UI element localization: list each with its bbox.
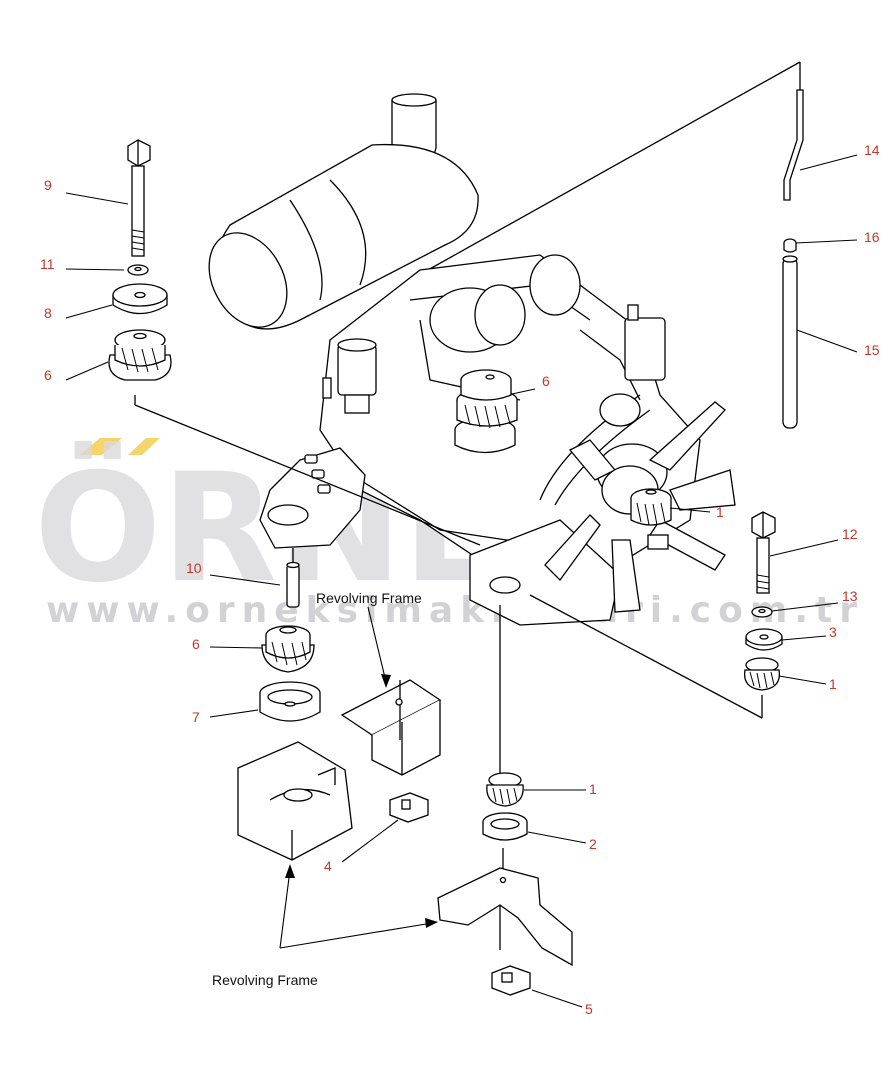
watermark-accent-right bbox=[128, 438, 160, 455]
callout-6-lower: 6 bbox=[192, 636, 200, 652]
lower-caption-arrows bbox=[279, 864, 438, 949]
callout-numbers: 9 11 8 6 6 14 16 15 1 12 13 3 1 10 6 7 4… bbox=[40, 142, 880, 1017]
fan-side-mount bbox=[630, 488, 672, 550]
callout-5: 5 bbox=[585, 1001, 593, 1017]
cooling-fan bbox=[544, 401, 736, 613]
callout-3: 3 bbox=[829, 624, 837, 640]
mount-6-lower bbox=[261, 625, 315, 673]
pin-10 bbox=[286, 561, 300, 608]
watermark-accent-left bbox=[80, 438, 122, 455]
plate-8 bbox=[112, 283, 168, 315]
callout-6-engine: 6 bbox=[542, 373, 550, 389]
bolt-12 bbox=[751, 511, 776, 594]
dipstick-assembly bbox=[782, 89, 804, 429]
callout-8: 8 bbox=[44, 305, 52, 321]
callout-leaders bbox=[65, 154, 858, 1008]
clip-5 bbox=[491, 965, 531, 996]
cup-7 bbox=[259, 681, 321, 722]
callout-1-fan: 1 bbox=[716, 504, 724, 520]
callout-10: 10 bbox=[186, 560, 202, 576]
cup-2 bbox=[482, 812, 528, 841]
washer-13 bbox=[751, 606, 773, 618]
frame-plate-upper bbox=[340, 679, 442, 776]
caption-revolving-frame-upper: Revolving Frame bbox=[316, 590, 422, 606]
engine-top-mount bbox=[454, 369, 518, 454]
callout-4: 4 bbox=[324, 858, 332, 874]
watermark-url: www.orneksimakinalari.com.tr bbox=[46, 590, 864, 631]
callout-16: 16 bbox=[864, 229, 880, 245]
frame-bracket-left bbox=[237, 741, 353, 861]
callout-9: 9 bbox=[44, 177, 52, 193]
frame-bracket-lower bbox=[437, 867, 573, 967]
callout-1-lower: 1 bbox=[589, 781, 597, 797]
mount-1-lower bbox=[486, 772, 524, 807]
callout-2: 2 bbox=[589, 836, 597, 852]
callout-14: 14 bbox=[864, 142, 880, 158]
washer-11 bbox=[127, 264, 149, 276]
engine-assembly bbox=[208, 61, 801, 626]
bolt-9 bbox=[127, 139, 151, 257]
callout-6-left: 6 bbox=[44, 367, 52, 383]
callout-12: 12 bbox=[842, 526, 858, 542]
mount-1-right bbox=[743, 657, 781, 691]
callout-11: 11 bbox=[40, 256, 55, 272]
plate-3 bbox=[745, 628, 783, 651]
mount-6-left bbox=[108, 329, 172, 381]
callout-15: 15 bbox=[864, 342, 880, 358]
callout-13: 13 bbox=[842, 588, 858, 604]
upper-caption-arrow bbox=[367, 606, 391, 688]
clip-4 bbox=[389, 792, 429, 823]
callout-7: 7 bbox=[192, 709, 200, 725]
caption-revolving-frame-lower: Revolving Frame bbox=[212, 972, 318, 988]
callout-1-right: 1 bbox=[829, 676, 837, 692]
